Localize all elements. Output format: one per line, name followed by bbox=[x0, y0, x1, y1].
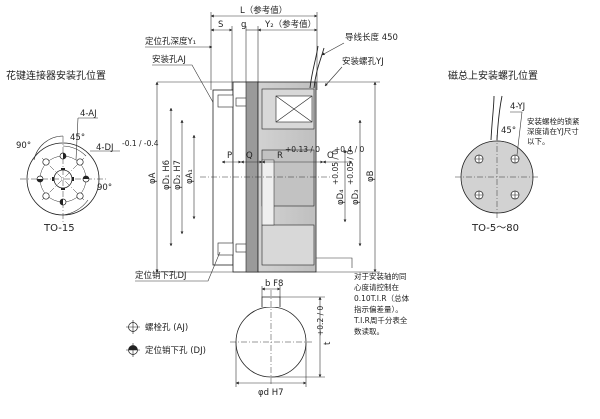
label-R: R bbox=[277, 151, 283, 161]
label-t-tol: +0.2 / 0 bbox=[316, 305, 325, 336]
flange-bottom-bolt bbox=[217, 242, 234, 256]
label-O-tol: +0.4 / 0 bbox=[334, 145, 365, 154]
concentricity-note: 对于安装轴的同 心度请控制在 0.10T.I.R（总体 指示偏差量）。 T.I.… bbox=[316, 257, 410, 336]
legend-dowel-label: 定位销下孔 (DJ) bbox=[145, 345, 206, 356]
note-line-4: 指示偏差量）。 bbox=[354, 304, 403, 314]
lead-wire-2 bbox=[313, 47, 325, 89]
label-phiD1: φD₁ H6 bbox=[162, 160, 172, 190]
magnet-note-line-3: 以下。 bbox=[527, 137, 550, 146]
label-R-tol: +0.13 / 0 bbox=[285, 145, 320, 154]
label-lead-length: 导线长度 450 bbox=[345, 32, 398, 43]
flange-top-bolt bbox=[217, 94, 234, 108]
leader-dowel-dj bbox=[135, 251, 221, 282]
magnet-lead-wire bbox=[490, 95, 495, 141]
label-4dj-tol: -0.1 / -0.4 bbox=[122, 139, 159, 148]
magnet-lead-wire-2 bbox=[496, 95, 503, 141]
label-phiB: φB bbox=[366, 170, 376, 182]
label-mount-yj: 安装螺孔YJ bbox=[342, 56, 384, 67]
leader-mount-aj bbox=[152, 64, 215, 105]
coil-top-x bbox=[275, 95, 313, 123]
magnet-model-label: TO-5～80 bbox=[471, 223, 519, 234]
label-S: S bbox=[218, 20, 223, 30]
label-90-top: 90° bbox=[16, 141, 31, 151]
label-Y2: Y₂（参考值） bbox=[264, 19, 316, 30]
note-line-3: 0.10T.I.R（总体 bbox=[354, 293, 410, 303]
coil-bottom-box bbox=[261, 224, 315, 266]
main-section-view: L（参考值） S g Y₂（参考值） 定位孔深度Y₁ 安装孔AJ bbox=[135, 5, 398, 282]
legend-dowel-symbol bbox=[126, 343, 140, 357]
spline-model-label: TO-15 bbox=[43, 223, 75, 234]
label-phiD4-tol: +0.05 / 0 bbox=[331, 150, 340, 185]
arc-45-magnet bbox=[496, 140, 523, 152]
legend-bolt-label: 螺栓孔 (AJ) bbox=[145, 322, 188, 333]
leader-4yj bbox=[510, 111, 523, 156]
label-t: t bbox=[323, 341, 333, 345]
label-phiA1: φA₁ bbox=[185, 169, 195, 184]
spline-diag2 bbox=[41, 157, 85, 201]
inner-ring bbox=[261, 159, 275, 226]
note-leader bbox=[316, 257, 353, 268]
label-Q: Q bbox=[246, 151, 253, 161]
spline-view-title: 花键连接器安装孔位置 bbox=[6, 69, 106, 82]
legend-bolt-symbol bbox=[126, 320, 140, 334]
label-phiD3-tol: +0.05 / 0 bbox=[346, 150, 355, 185]
label-phiD3: φD₃ bbox=[351, 189, 361, 205]
legend: 螺栓孔 (AJ) 定位销下孔 (DJ) bbox=[126, 320, 206, 357]
label-d: φd H7 bbox=[258, 388, 284, 398]
magnet-note: 安装螺栓的锁紧 深度请在YJ尺寸 以下。 bbox=[527, 116, 580, 146]
lead-wire bbox=[309, 45, 319, 89]
label-positioning-depth: 定位孔深度Y₁ bbox=[145, 36, 196, 47]
label-L: L（参考值） bbox=[240, 5, 287, 16]
label-45: 45° bbox=[70, 133, 85, 143]
label-phiA: φA bbox=[148, 172, 158, 184]
spline-view: 花键连接器安装孔位置 4 bbox=[6, 69, 159, 234]
note-line-5: T.I.R周千分表全 bbox=[353, 315, 408, 325]
spline-diag1 bbox=[41, 157, 85, 201]
label-phiD4: φD₄ bbox=[336, 189, 346, 205]
magnet-screw-holes bbox=[474, 154, 520, 200]
arc-90-bottom bbox=[62, 199, 89, 216]
label-b: b F8 bbox=[265, 279, 283, 289]
arc-90-top bbox=[33, 135, 64, 161]
shaft-section-view: b F8 t +0.2 / 0 φd H7 bbox=[230, 279, 333, 398]
spline-dowel-holes bbox=[36, 152, 90, 206]
spline-bolt-holes bbox=[42, 158, 84, 200]
arc-45 bbox=[62, 145, 87, 157]
magnet-note-line-1: 安装螺栓的锁紧 bbox=[527, 116, 580, 126]
label-4aj: 4-AJ bbox=[80, 109, 97, 119]
label-O: O bbox=[327, 151, 334, 161]
label-P: P bbox=[227, 151, 232, 161]
label-4yj: 4-YJ bbox=[510, 102, 525, 112]
leader-4aj bbox=[75, 117, 98, 161]
leader-mount-yj bbox=[324, 66, 343, 87]
spline-flange bbox=[212, 89, 234, 266]
magnet-note-line-2: 深度请在YJ尺寸 bbox=[527, 126, 579, 136]
label-g: g bbox=[241, 20, 246, 30]
magnet-view: 磁总上安装螺孔位置 4-YJ 45° 安装螺栓的锁紧 深度请在YJ尺寸 以下。 … bbox=[448, 69, 580, 234]
note-line-1: 对于安装轴的同 bbox=[354, 271, 407, 281]
label-dowel-dj: 定位销下孔DJ bbox=[135, 270, 187, 281]
note-line-2: 心度请控制在 bbox=[354, 282, 399, 292]
label-45-magnet: 45° bbox=[501, 126, 516, 136]
label-4dj: 4-DJ bbox=[96, 143, 114, 153]
magnet-view-title: 磁总上安装螺孔位置 bbox=[448, 69, 538, 82]
label-phiD2: φD₂ H7 bbox=[173, 160, 183, 190]
note-line-6: 数读取。 bbox=[354, 326, 384, 336]
leader-lead-length bbox=[321, 42, 345, 56]
label-90-bottom: 90° bbox=[97, 183, 112, 193]
label-mount-aj: 安装孔AJ bbox=[152, 54, 186, 65]
